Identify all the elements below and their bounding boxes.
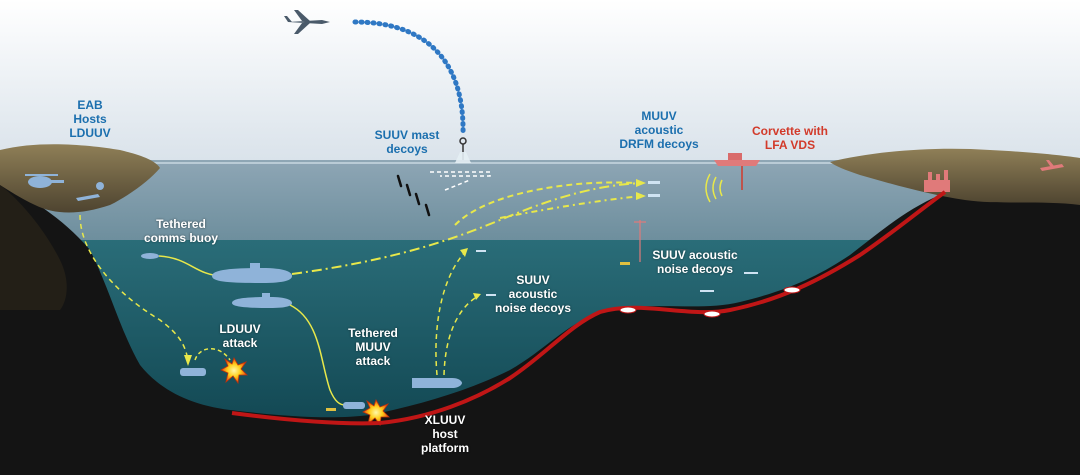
label-suuv-mast-decoys: SUUV mast decoys	[374, 128, 440, 156]
label-eab: EAB Hosts LDUUV	[69, 98, 111, 140]
label-xluuv: XLUUV host platform	[421, 413, 469, 455]
label-suuv-noise-left: SUUV acoustic noise decoys	[494, 273, 572, 315]
aircraft-icon	[1040, 160, 1064, 171]
submarine-icon	[212, 263, 292, 283]
label-corvette: Corvette with LFA VDS	[751, 124, 828, 152]
decoy-track-upper	[454, 181, 637, 226]
left-coast	[0, 144, 160, 213]
noise-decoy-icon	[476, 250, 496, 296]
muuv-icon	[326, 402, 365, 411]
sky	[0, 0, 1080, 165]
lduuv-route	[79, 214, 189, 361]
mast-antenna-icon	[455, 137, 471, 163]
decoy-track-long	[291, 182, 643, 275]
label-tethered-buoy: Tethered comms buoy	[143, 217, 218, 245]
helicopter-icon	[25, 174, 104, 201]
explosion-icon	[362, 399, 390, 427]
label-suuv-noise-right: SUUV acoustic noise decoys	[652, 248, 738, 276]
label-muuv-acoustic: MUUV acoustic DRFM decoys	[619, 109, 699, 151]
xluuv-icon	[412, 378, 462, 388]
lduuv-icon	[180, 368, 206, 376]
explosion-icon	[220, 357, 248, 385]
factory-icon	[924, 170, 950, 192]
muuv-tether	[289, 304, 346, 406]
label-tethered-muuv: Tethered MUUV attack	[348, 326, 398, 368]
label-lduuv-attack: LDUUV attack	[219, 322, 261, 350]
suuv-launch-arc	[443, 295, 479, 376]
noise-decoy-icon	[700, 272, 758, 292]
cable-node-icon	[619, 286, 801, 318]
lduuv-attack-arc	[194, 348, 231, 361]
moored-decoy-icon	[620, 220, 646, 265]
seabed-cable	[231, 190, 947, 426]
drone-icon	[284, 10, 330, 34]
mast-decoys-icon	[396, 174, 431, 217]
right-coast	[830, 148, 1080, 205]
decoy-tracks	[430, 171, 491, 191]
submarine-icon	[232, 293, 292, 308]
muuv-decoy-icon	[648, 181, 660, 197]
decoy-track-branch	[499, 195, 643, 219]
corvette-icon	[705, 153, 760, 203]
datalink-path	[352, 19, 466, 138]
seafloor	[0, 180, 1080, 475]
